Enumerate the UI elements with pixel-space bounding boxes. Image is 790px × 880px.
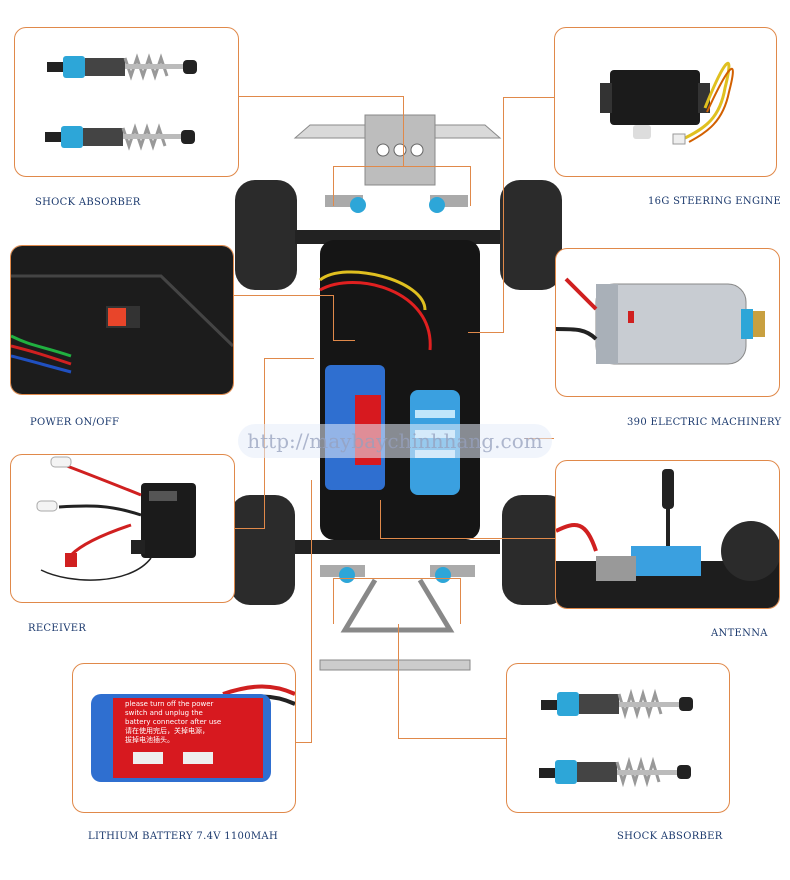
steering-engine-label: 16G STEERING ENGINE [648,196,782,207]
leader-line [503,97,504,332]
leader-line [460,578,461,624]
power-switch-icon [108,308,126,326]
shock-absorber-top-panel [14,27,239,177]
sticker-line: switch and unplug the [125,709,203,717]
leader-line [235,528,265,529]
sticker-line: 请在使用完后，关掉电源， [125,727,209,735]
leader-line [264,358,314,359]
shock-absorber-icon [541,688,693,720]
battery-panel: please turn off the power switch and unp… [72,663,296,813]
leader-line [233,295,333,296]
power-switch-label: POWER ON/OFF [30,417,120,428]
receiver-label: RECEIVER [28,623,87,634]
antenna-icon [662,469,674,567]
power-switch-panel [10,245,234,395]
leader-line [470,166,471,206]
leader-line [333,295,334,341]
sticker-line: please turn off the power [125,700,214,708]
sticker-line: battery connector after use [125,718,222,726]
shock-absorber-bottom-label: SHOCK ABSORBER [617,831,723,842]
shock-absorber-icon [539,756,691,788]
motor-icon [595,283,765,365]
receiver-icon [131,483,196,558]
leader-line [403,96,404,166]
leader-line [333,340,355,341]
leader-line [468,332,504,333]
leader-line [333,166,471,167]
battery-label: LITHIUM BATTERY 7.4V 1100MAH [88,831,278,842]
leader-line [311,480,312,742]
sticker-line: 拔掉电池插头。 [125,736,174,744]
leader-line [333,578,461,579]
leader-line [333,578,334,624]
steering-engine-panel [554,27,777,177]
leader-line [380,538,555,539]
watermark: http://maybaychinhhang.com [238,424,552,458]
receiver-panel [10,454,235,603]
leader-line [294,742,312,743]
battery-sticker-text: please turn off the power switch and unp… [125,700,265,745]
antenna-panel [555,460,780,609]
electric-motor-label: 390 ELECTRIC MACHINERY [627,417,782,428]
servo-icon [600,70,710,139]
shock-absorber-icon [45,123,195,151]
leader-line [398,738,506,739]
antenna-label: ANTENNA [711,628,768,639]
leader-line [398,624,399,738]
shock-absorber-bottom-panel [506,663,730,813]
electric-motor-panel [555,248,780,397]
leader-line [503,97,555,98]
leader-line [238,96,404,97]
shock-absorber-icon [47,53,197,81]
shock-absorber-top-label: SHOCK ABSORBER [35,197,141,208]
car-chassis-image [225,110,570,675]
leader-line [380,500,381,538]
leader-line [333,166,334,206]
